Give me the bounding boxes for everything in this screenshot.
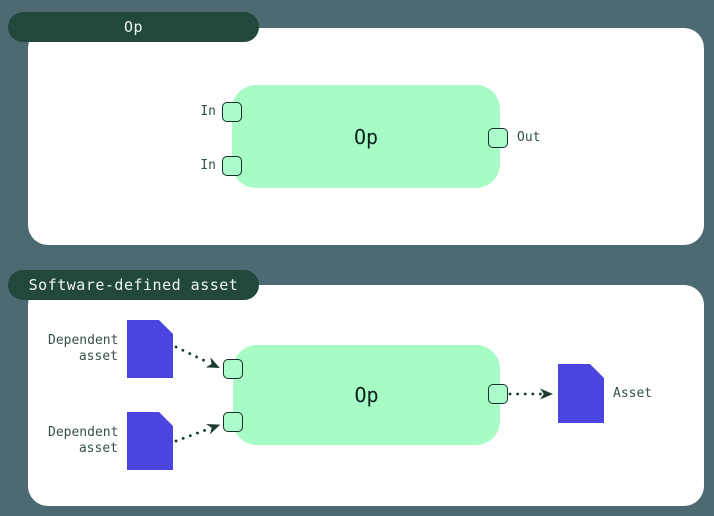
op-node: Op [232,85,500,188]
input-port-square [222,102,242,122]
input-port-square [222,156,242,176]
op-section-tab: Op [8,12,259,42]
sda-section-tab: Software-defined asset [8,270,259,300]
input-label: In [200,104,216,119]
output-port-square [488,384,508,404]
input-port-square [223,359,243,379]
output-port-square [488,128,508,148]
dependent-asset-label: Dependent asset [48,333,119,364]
asset-label: Asset [613,386,653,401]
input-label: In [200,158,216,173]
dependent-asset-label: Dependent asset [48,425,119,456]
dependent-asset-document-icon [127,320,173,378]
asset-document-icon [558,364,604,423]
op-node-label: Op [353,124,379,149]
op-node: Op [233,345,500,445]
input-port-square [223,412,243,432]
dependent-asset-document-icon [127,412,173,470]
output-label: Out [517,130,541,145]
op-node-label: Op [354,383,379,407]
